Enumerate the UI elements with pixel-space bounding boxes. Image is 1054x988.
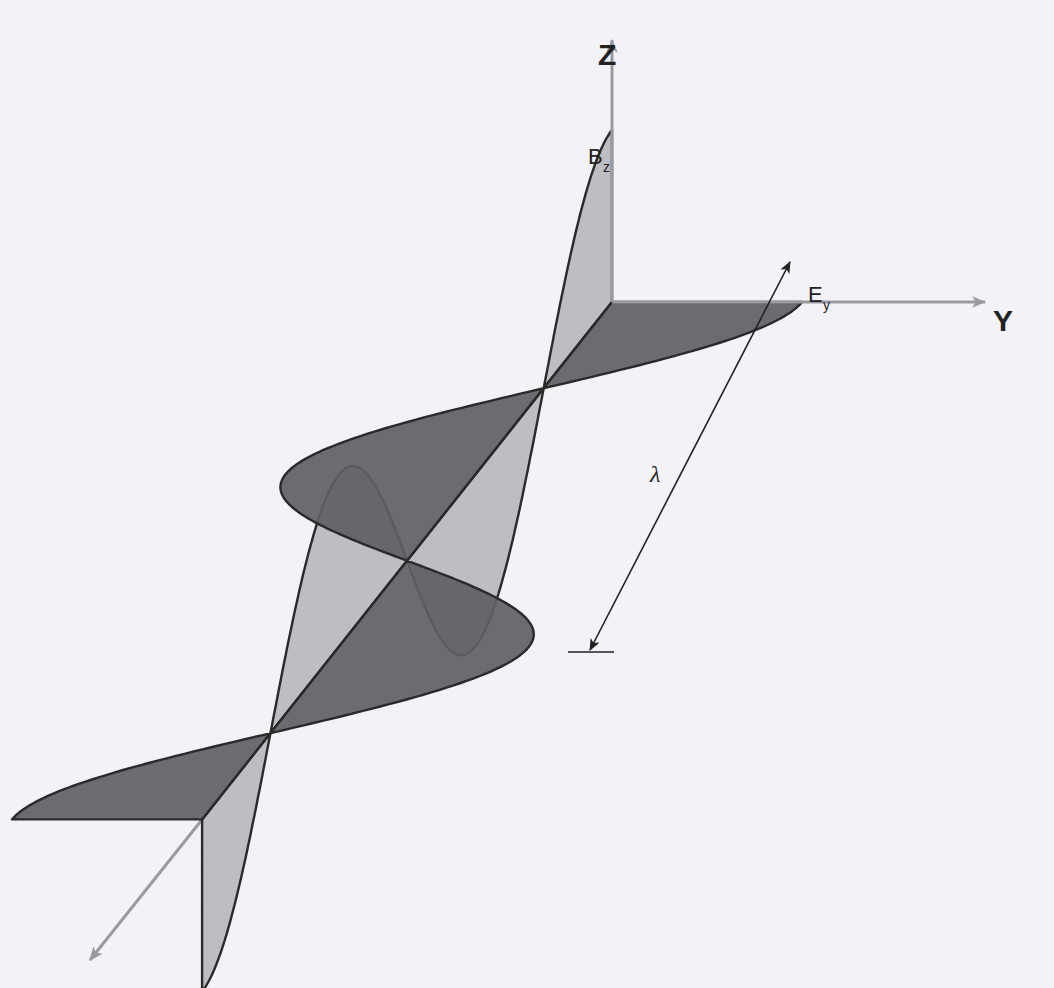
field-label: E: [808, 284, 823, 306]
wavelength-tick: [568, 651, 614, 653]
electric-field-wave: [12, 302, 802, 819]
wavelength-arrow: [590, 262, 790, 650]
propagation-axis: [90, 819, 202, 960]
axis-label: Y: [993, 306, 1013, 336]
subscript: z: [603, 160, 610, 174]
wavelength-label: λ: [650, 462, 660, 486]
subscript: y: [823, 298, 830, 312]
z-axis: [611, 40, 614, 302]
wave-axis: [202, 302, 612, 819]
field-label: B: [588, 146, 603, 168]
y-axis: [612, 301, 985, 304]
axis-label: Z: [598, 40, 616, 70]
